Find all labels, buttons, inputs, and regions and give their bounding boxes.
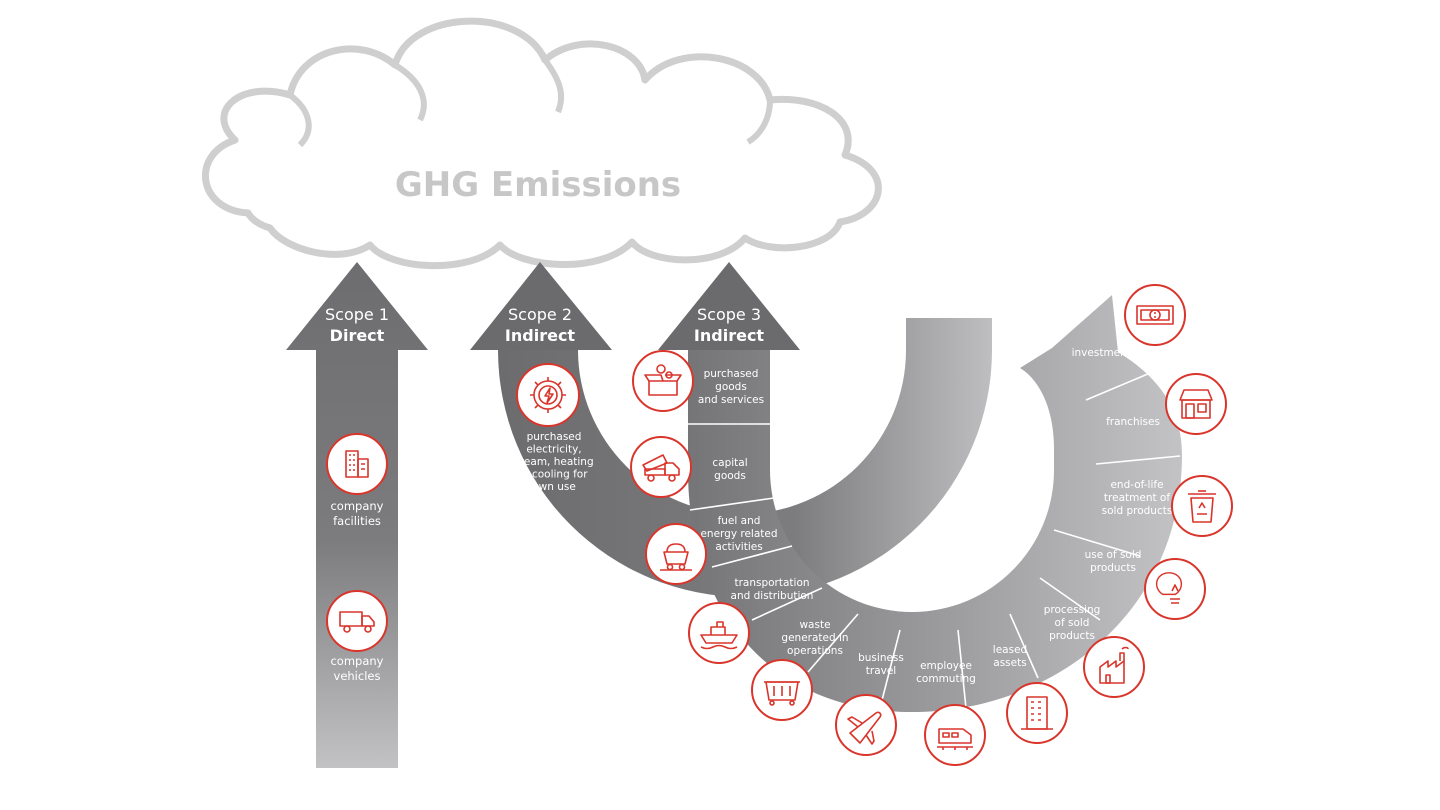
scope1-item-label-line: vehicles [334, 669, 381, 683]
scope3-upstream-label-line: and distribution [731, 590, 814, 602]
scope3-downstream-label-line: investments [1072, 347, 1137, 359]
emissions-cloud: GHG Emissions [201, 17, 882, 270]
scope2-item-label-line: electricity, [526, 444, 581, 456]
scope3-upstream-label-line: waste [799, 619, 830, 631]
scope3-upstream-label-line: commuting [916, 673, 976, 685]
ship-icon [688, 602, 750, 664]
box-gears-icon [632, 350, 694, 412]
scope1-name: Scope 1 [325, 305, 389, 324]
scope3-upstream-label-line: employee [920, 660, 972, 672]
scope3-upstream-label-line: fuel and [718, 515, 761, 527]
building-icon [326, 433, 388, 495]
scope1-item-label-line: company [330, 499, 383, 513]
scope3-upstream-label-line: business [858, 652, 904, 664]
scope3-upstream-label-line: capital [712, 457, 747, 469]
scope3-downstream-label-line: franchises [1106, 416, 1160, 428]
dumpster-icon [751, 659, 813, 721]
scope3-upstream-label-line: and services [698, 394, 764, 406]
scope3-downstream-label: franchises [1106, 416, 1160, 428]
scope3-arrow [658, 262, 1182, 712]
scope3-downstream-label-line: processing [1044, 604, 1101, 616]
scope3-upstream-label-line: generated in [781, 632, 848, 644]
scope3-name: Scope 3 [697, 305, 761, 324]
airplane-icon [835, 694, 897, 756]
category-icons [326, 284, 1233, 766]
recycle-bin-icon [1171, 475, 1233, 537]
factory-icon [1083, 636, 1145, 698]
scope3-downstream-label-line: products [1090, 562, 1136, 574]
gear-lightning-icon [516, 363, 580, 427]
scope2-arrow [470, 262, 992, 597]
dump-truck-icon [630, 436, 692, 498]
office-building-icon [1006, 682, 1068, 744]
scope1-arrow [286, 262, 428, 768]
scope3-downstream-label-line: treatment of [1104, 492, 1170, 504]
scope3-type: Indirect [694, 326, 765, 345]
storefront-icon [1165, 373, 1227, 435]
scope3-upstream-label-line: goods [715, 381, 747, 393]
scope3-upstream-label-line: operations [787, 645, 843, 657]
scope2-type: Indirect [505, 326, 576, 345]
scope3-upstream-label-line: transportation [734, 577, 809, 589]
scope2-item-label-line: purchased [527, 431, 582, 443]
scope3-dividers [688, 367, 1181, 709]
scope3-downstream-label-line: use of sold [1085, 549, 1142, 561]
scope3-downstream-label-line: end-of-life [1110, 479, 1163, 491]
train-icon [924, 704, 986, 766]
scope3-downstream-label-line: sold products [1102, 505, 1173, 517]
scope3-downstream-label-line: assets [993, 657, 1026, 669]
scope3-downstream-label-line: products [1049, 630, 1095, 642]
scope-labels: Scope 1 Direct Scope 2 Indirect Scope 3 … [325, 305, 764, 345]
scope3-upstream-label-line: goods [714, 470, 746, 482]
coal-cart-icon [645, 523, 707, 585]
scope1-item-label-line: company [330, 654, 383, 668]
scope1-item-label-line: facilities [333, 514, 381, 528]
scope2-item-label-line: own use [532, 481, 576, 493]
scope3-downstream-label-line: of sold [1055, 617, 1090, 629]
scope3-downstream-label-line: leased [993, 644, 1027, 656]
scope3-upstream-label-line: purchased [704, 368, 759, 380]
scope2-item-label-line: steam, heating [514, 456, 593, 468]
truck-icon [326, 590, 388, 652]
scope2-name: Scope 2 [508, 305, 572, 324]
diagram-title: GHG Emissions [395, 165, 681, 205]
money-icon [1124, 284, 1186, 346]
scope2-item-label-line: & cooling for [520, 469, 588, 481]
lightbulb-icon [1144, 558, 1206, 620]
scope3-upstream-label-line: activities [715, 541, 762, 553]
scope1-type: Direct [330, 326, 385, 345]
scope3-upstream-label-line: travel [866, 665, 896, 677]
scope3-upstream-label-line: energy related [700, 528, 777, 540]
scope3-downstream-label: investments [1072, 347, 1137, 359]
cloud-outline [201, 17, 882, 270]
